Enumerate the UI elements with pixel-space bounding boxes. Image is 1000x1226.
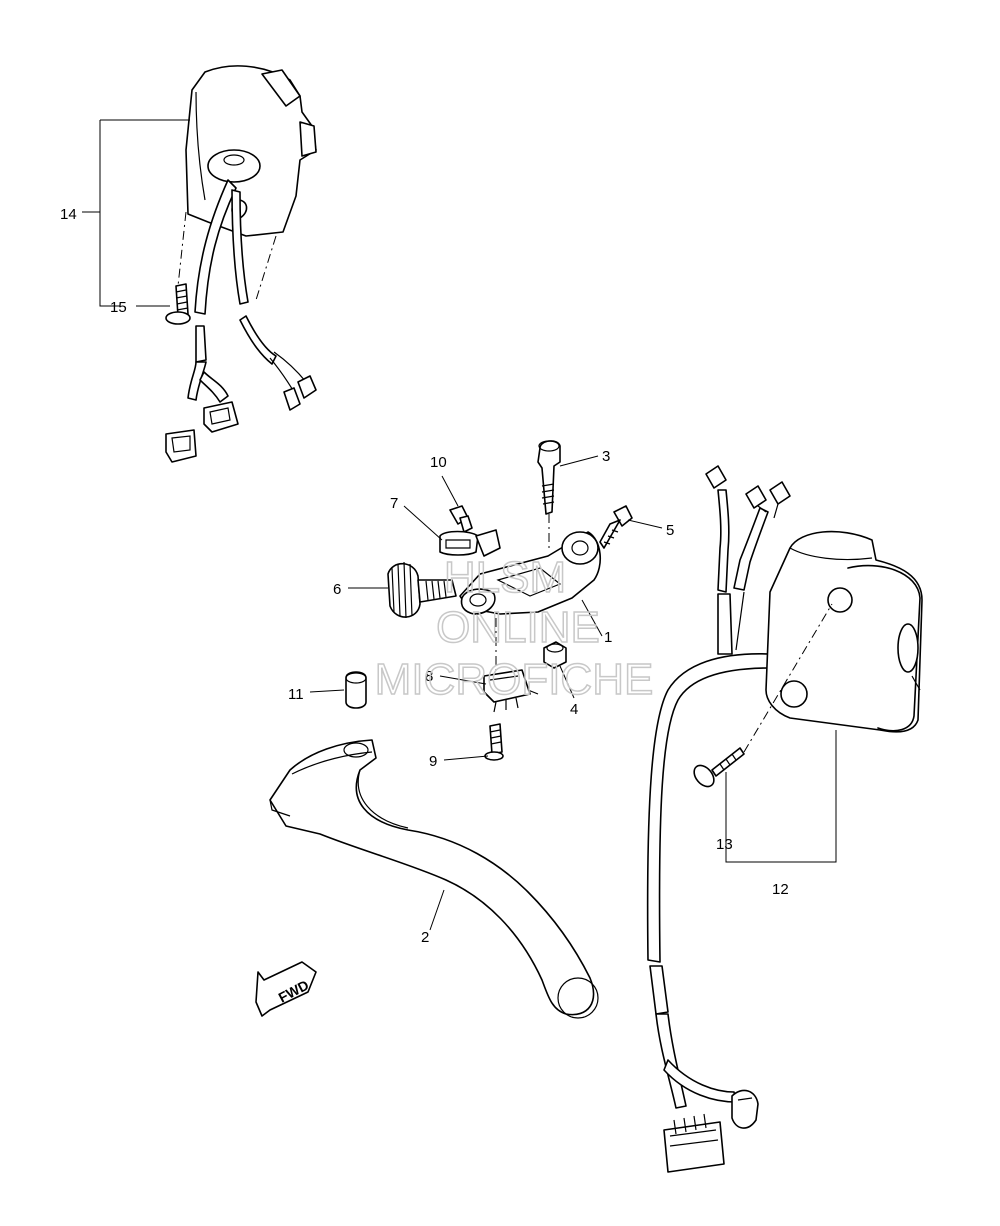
forward-direction-arrow-icon: FWD (255, 961, 317, 1017)
callout-labels: 1 2 3 4 5 6 7 8 9 10 11 12 13 14 15 (60, 206, 789, 946)
callout-7: 7 (390, 495, 398, 512)
callout-15: 15 (110, 299, 127, 316)
leader-lines (82, 211, 663, 931)
callout-12: 12 (772, 881, 789, 898)
callout-5: 5 (666, 522, 674, 539)
callout-8: 8 (425, 668, 433, 685)
callout-4: 4 (570, 701, 578, 718)
callout-6: 6 (333, 581, 341, 598)
callout-3: 3 (602, 448, 610, 465)
callout-10: 10 (430, 454, 447, 471)
clutch-lever (269, 739, 599, 1019)
lever-holder-assembly (345, 440, 633, 761)
watermark-line-1: HLSM (444, 553, 566, 602)
handlebar-switch-left (99, 65, 317, 463)
handlebar-switch-right (646, 465, 923, 1173)
callout-11: 11 (288, 686, 304, 703)
callout-1: 1 (604, 629, 612, 646)
callout-2: 2 (421, 929, 429, 946)
callout-14: 14 (60, 206, 77, 223)
callout-13: 13 (716, 836, 733, 853)
watermark-line-3: MICROFICHE (375, 655, 654, 704)
watermark: HLSM ONLINE MICROFICHE (374, 552, 654, 705)
callout-9: 9 (429, 753, 437, 770)
watermark-line-2: ONLINE (436, 603, 600, 652)
